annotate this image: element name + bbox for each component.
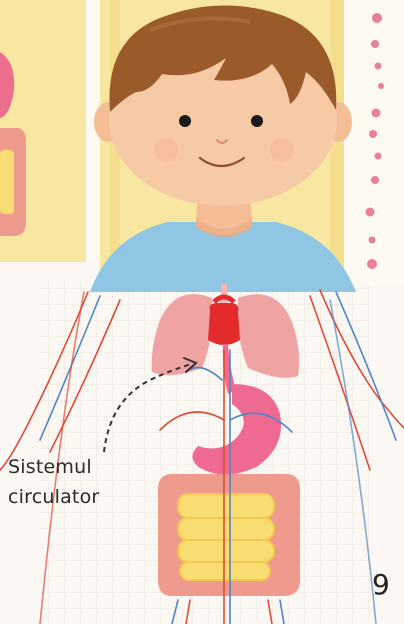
heart	[208, 303, 240, 345]
page-number: 9	[372, 568, 390, 601]
left-panel	[0, 0, 100, 262]
annotation-label-line2: circulator	[8, 486, 99, 508]
left-eye	[179, 115, 191, 127]
right-eye	[251, 115, 263, 127]
small-intestine	[178, 494, 274, 580]
annotation-label-line1: Sistemul	[8, 456, 92, 478]
